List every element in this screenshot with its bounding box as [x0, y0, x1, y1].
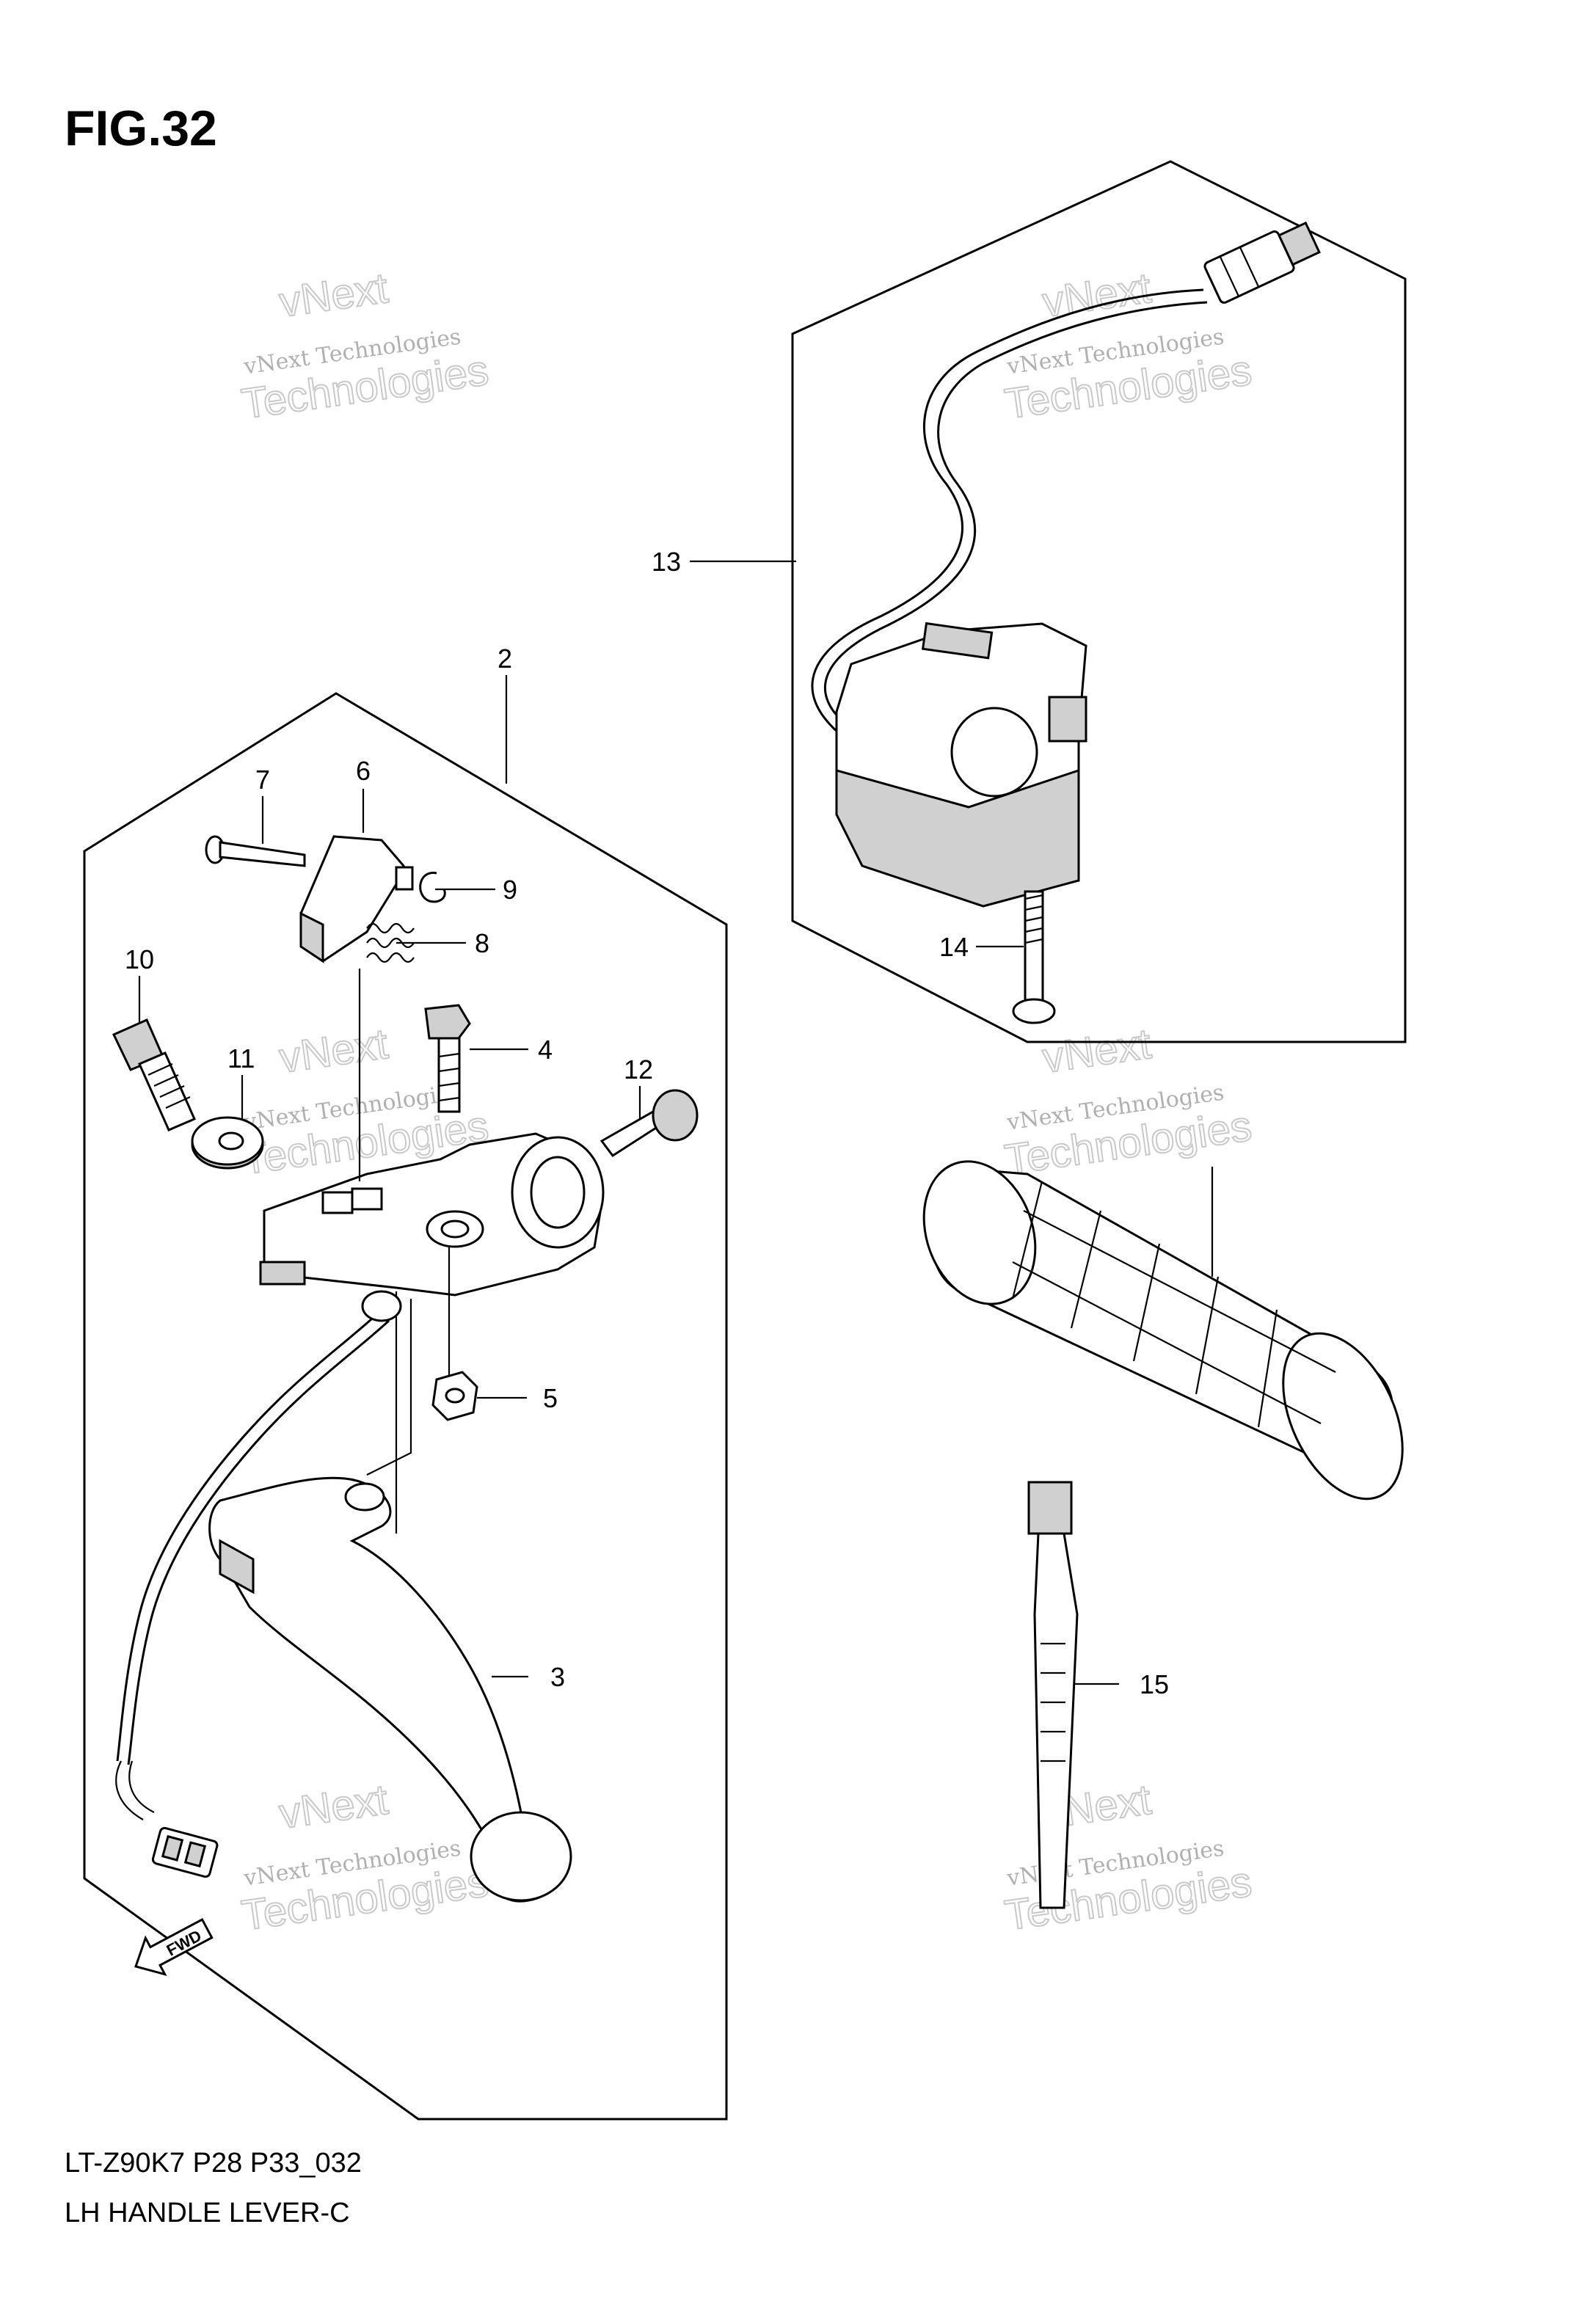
callout-9: 9: [503, 875, 517, 905]
part-15-cable-tie: [1027, 1481, 1079, 1909]
assembly-guide-lines: [358, 969, 451, 1534]
part-9-clip: [419, 872, 446, 903]
callout-14: 14: [939, 932, 969, 962]
callout-4: 4: [538, 1035, 553, 1065]
callout-11: 11: [227, 1043, 255, 1073]
callout-8: 8: [475, 928, 489, 958]
part-10-adjuster-bolt: [112, 1018, 196, 1131]
part-3-lever: [208, 1476, 572, 1903]
part-14-screw: [1012, 890, 1056, 1024]
watermark-top: vNext: [1040, 1020, 1154, 1082]
callout-7: 7: [255, 765, 270, 795]
part-11-locknut: [191, 1116, 264, 1170]
part-7-pin: [205, 835, 306, 867]
part-8-spring: [366, 922, 415, 963]
figure-title: FIG.32: [65, 101, 217, 156]
fwd-arrow-icon: FWD: [134, 1917, 214, 1976]
watermark-top: vNext: [277, 1020, 391, 1082]
callout-6: 6: [356, 756, 371, 786]
handlebar-grip: [922, 1160, 1404, 1501]
drawing-code: LT-Z90K7 P28 P33_032: [65, 2148, 362, 2179]
callout-12: 12: [624, 1054, 653, 1084]
part-12-bolt: [600, 1089, 699, 1158]
assembly-box-lever: [83, 692, 728, 2121]
part-6-switch-bracket: [299, 835, 414, 963]
part-4-bolt: [424, 1004, 471, 1113]
lever-switch-harness: [115, 1290, 402, 1878]
part-2-lever-holder: [259, 1132, 605, 1297]
part-13-switch-housing: [811, 221, 1321, 908]
assembly-box-switch: [791, 160, 1407, 1043]
callout-labels: 2 3 4 5 6 7 8 9 10 11 12 13 14 15: [125, 547, 1169, 1699]
drawing-caption: LH HANDLE LEVER-C: [65, 2198, 350, 2228]
callout-5: 5: [543, 1383, 558, 1413]
callout-13: 13: [652, 547, 681, 577]
part-5-nut: [431, 1371, 478, 1421]
callout-10: 10: [125, 944, 154, 974]
callout-15: 15: [1140, 1669, 1169, 1699]
watermark-top: vNext: [277, 1776, 391, 1838]
callout-2: 2: [498, 644, 512, 674]
watermark-top: vNext: [277, 264, 391, 327]
callout-3: 3: [550, 1662, 565, 1692]
